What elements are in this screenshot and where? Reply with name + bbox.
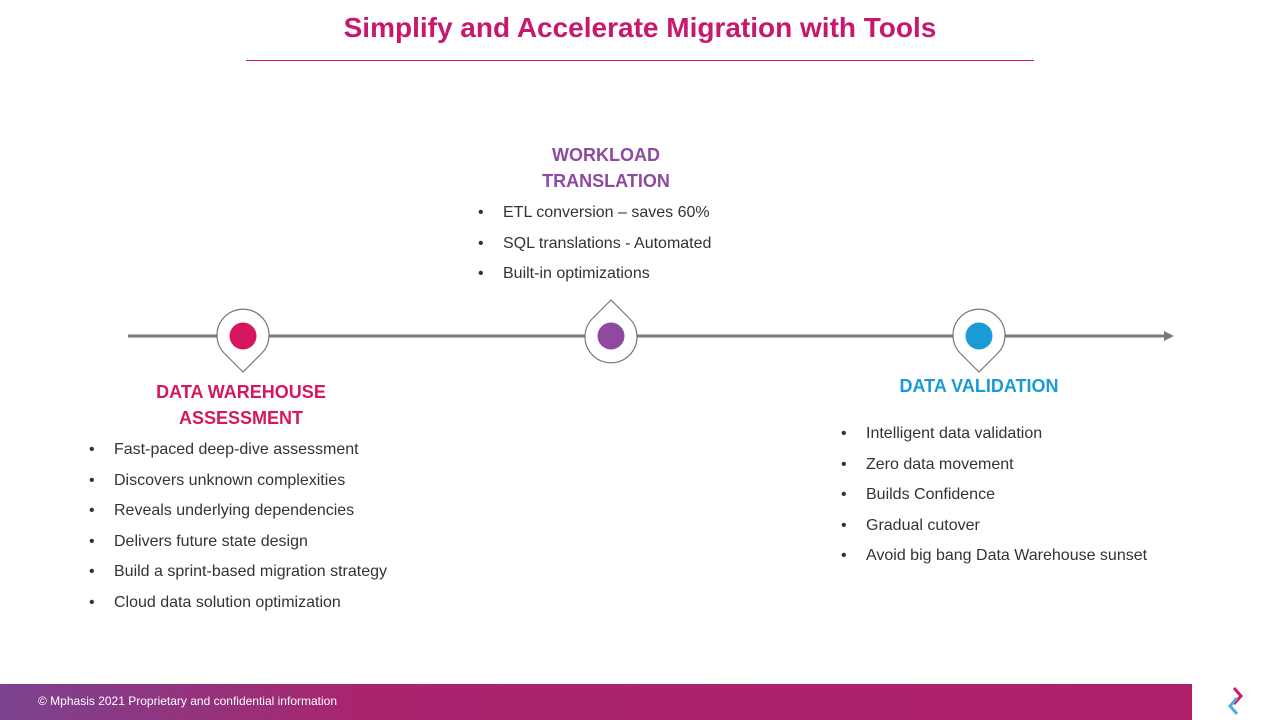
pin-assessment-icon — [216, 308, 270, 373]
heading-line: DATA WAREHOUSE — [156, 382, 326, 402]
pin-translation-icon — [584, 299, 638, 364]
title-underline — [246, 60, 1034, 61]
arrowhead-icon — [1164, 331, 1174, 341]
list-item: ETL conversion – saves 60% — [478, 198, 711, 229]
list-item: Built-in optimizations — [478, 259, 711, 290]
heading-line: WORKLOAD — [552, 145, 660, 165]
heading-line: TRANSLATION — [542, 171, 670, 191]
footer-copyright: © Mphasis 2021 Proprietary and confident… — [38, 694, 338, 708]
validation-heading: DATA VALIDATION — [879, 373, 1079, 399]
list-item: Builds Confidence — [841, 480, 1147, 511]
heading-line: ASSESSMENT — [178, 408, 304, 428]
assessment-heading: DATA WAREHOUSE ASSESSMENT — [141, 379, 341, 431]
list-item: Gradual cutover — [841, 511, 1147, 542]
list-item: Reveals underlying dependencies — [89, 496, 387, 527]
list-item: Build a sprint-based migration strategy — [89, 557, 387, 588]
list-item: Avoid big bang Data Warehouse sunset — [841, 541, 1147, 572]
heading-line: DATA VALIDATION — [899, 376, 1059, 396]
list-item: Delivers future state design — [89, 527, 387, 558]
assessment-bullets: Fast-paced deep-dive assessment Discover… — [89, 435, 387, 618]
list-item: Fast-paced deep-dive assessment — [89, 435, 387, 466]
list-item: Zero data movement — [841, 450, 1147, 481]
footer-bar: © Mphasis 2021 Proprietary and confident… — [0, 684, 1192, 720]
translation-bullets: ETL conversion – saves 60% SQL translati… — [478, 198, 711, 290]
list-item: Discovers unknown complexities — [89, 466, 387, 497]
list-item: SQL translations - Automated — [478, 229, 711, 260]
pin-validation-icon — [952, 308, 1006, 373]
validation-bullets: Intelligent data validation Zero data mo… — [841, 419, 1147, 572]
slide-title: Simplify and Accelerate Migration with T… — [343, 12, 937, 43]
list-item: Intelligent data validation — [841, 419, 1147, 450]
list-item: Cloud data solution optimization — [89, 588, 387, 619]
timeline — [128, 299, 1174, 373]
mphasis-logo-icon — [1228, 687, 1243, 715]
translation-heading: WORKLOAD TRANSLATION — [506, 142, 706, 194]
